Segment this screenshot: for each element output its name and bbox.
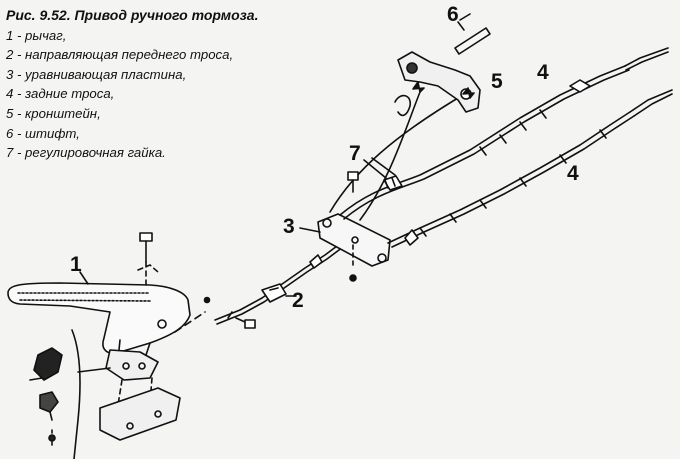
switch-bracket — [29, 347, 63, 381]
floor-tunnel-outline — [71, 329, 111, 459]
caption-title: Рис. 9.52. Привод ручного тормоза. — [6, 7, 259, 23]
callout-5: 5 — [491, 70, 503, 93]
front-cable-guide — [261, 283, 287, 303]
legend-item-5: 5 - кронштейн, — [6, 105, 101, 121]
spring-clip — [394, 94, 411, 117]
figure-caption: Рис. 9.52. Привод ручного тормоза. 1 - р… — [6, 6, 346, 163]
lever-part — [7, 282, 191, 371]
bolt-front — [235, 317, 256, 329]
equalizer-plate — [317, 213, 391, 282]
callout-6: 6 — [447, 3, 459, 26]
brake-switch — [39, 391, 59, 448]
guide-line — [329, 91, 469, 213]
callout-1: 1 — [70, 253, 82, 276]
base-plate — [99, 349, 181, 441]
front-cable — [174, 239, 348, 333]
rear-cable-lower — [387, 89, 673, 248]
callout-4-upper: 4 — [537, 61, 549, 84]
leader-1 — [79, 271, 89, 285]
rear-cable-upper — [339, 47, 669, 220]
legend-item-4: 4 - задние троса, — [6, 86, 115, 102]
leader-6 — [457, 21, 465, 31]
bolt-7 — [347, 171, 359, 193]
legend-item-2: 2 - направляющая переднего троса, — [6, 47, 234, 63]
callout-2: 2 — [292, 289, 304, 312]
cable-bracket — [397, 51, 481, 113]
pin — [454, 13, 491, 55]
legend-item-1: 1 - рычаг, — [6, 27, 67, 43]
callout-7: 7 — [349, 142, 361, 165]
adjusting-nut — [363, 157, 403, 191]
legend-item-3: 3 - уравнивающая пластина, — [6, 66, 187, 82]
guide-line — [359, 91, 421, 221]
callout-3: 3 — [283, 215, 295, 238]
leader-3 — [299, 227, 321, 233]
lever-bolt — [137, 232, 159, 286]
legend-item-6: 6 - штифт, — [6, 125, 80, 141]
legend-item-7: 7 - регулировочная гайка. — [6, 145, 166, 161]
callout-4-lower: 4 — [567, 162, 579, 185]
